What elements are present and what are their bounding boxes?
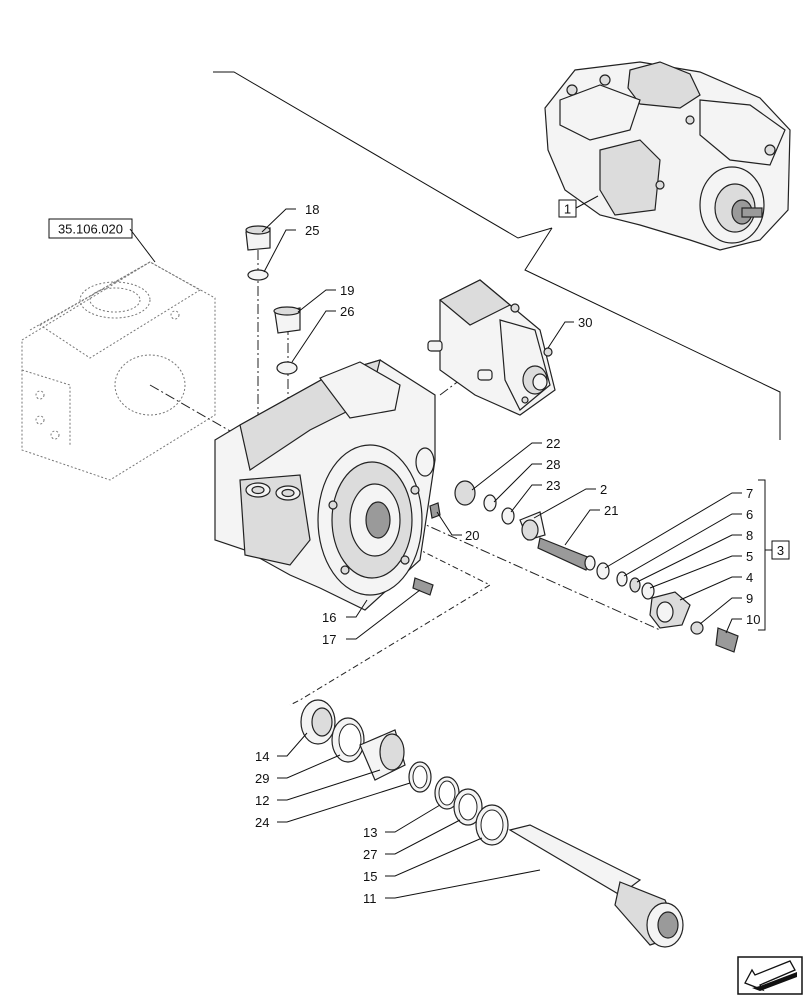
control-valve-30 [427, 279, 556, 416]
callout-28: 28 [546, 457, 560, 472]
callout-15: 15 [363, 869, 377, 884]
callout-12: 12 [255, 793, 269, 808]
ghost-housing [21, 261, 216, 481]
callout-18: 18 [305, 202, 319, 217]
kit-bracket [758, 479, 772, 631]
spool-21 [537, 537, 596, 571]
callout-20: 20 [465, 528, 479, 543]
assembly-label-leader [575, 195, 599, 209]
main-housing [214, 359, 436, 611]
washer-8 [629, 577, 641, 593]
callout-14: 14 [255, 749, 269, 764]
callout-16: 16 [322, 610, 336, 625]
o-ring-7 [596, 562, 610, 580]
o-ring-26 [276, 361, 298, 375]
callout-24: 24 [255, 815, 269, 830]
callout-7: 7 [746, 486, 753, 501]
callout-27: 27 [363, 847, 377, 862]
callout-6: 6 [746, 507, 753, 522]
assembly-label: 1 [564, 202, 571, 217]
plug-19 [273, 306, 301, 334]
reference-box [48, 218, 133, 239]
callout-13: 13 [363, 825, 377, 840]
arrow-back-icon [744, 960, 797, 992]
ring-5 [641, 582, 655, 600]
callout-5: 5 [746, 549, 753, 564]
callout-22: 22 [546, 436, 560, 451]
callout-2: 2 [600, 482, 607, 497]
callout-8: 8 [746, 528, 753, 543]
pin-20 [429, 502, 441, 519]
assembly-reference-lines [213, 71, 781, 440]
plug-4 [649, 591, 691, 629]
callout-25: 25 [305, 223, 319, 238]
reference-leader [129, 228, 156, 263]
callout-26: 26 [340, 304, 354, 319]
callout-9: 9 [746, 591, 753, 606]
callout-11: 11 [363, 891, 377, 906]
o-ring-6 [616, 571, 628, 587]
callout-29: 29 [255, 771, 269, 786]
callout-30: 30 [578, 315, 592, 330]
callouts: 18 25 19 26 30 22 28 23 2 21 7 6 8 5 4 9… [255, 202, 760, 906]
shaft-11 [508, 824, 684, 948]
small-parts [412, 480, 739, 653]
callout-10: 10 [746, 612, 760, 627]
kit-label: 3 [777, 543, 784, 558]
plug-18 [245, 225, 271, 251]
o-ring-25 [247, 269, 269, 281]
kit-label-box [771, 540, 790, 560]
callout-17: 17 [322, 632, 336, 647]
sleeve-2 [519, 511, 546, 541]
plug-22 [454, 480, 476, 506]
reference-label[interactable]: 35.106.020 [58, 222, 123, 237]
screw-17 [412, 577, 434, 596]
leader-lines [261, 208, 742, 899]
assembly-label-box [558, 199, 577, 218]
shaft-group [300, 699, 684, 948]
o-ring-28 [483, 494, 497, 512]
callout-19: 19 [340, 283, 354, 298]
nut-9 [690, 621, 704, 635]
callout-21: 21 [604, 503, 618, 518]
callout-23: 23 [546, 478, 560, 493]
pump-assembly-illustration [544, 61, 791, 251]
back-nav-button[interactable] [737, 956, 803, 995]
screw-10 [715, 627, 739, 653]
o-ring-23 [501, 507, 515, 525]
callout-4: 4 [746, 570, 753, 585]
